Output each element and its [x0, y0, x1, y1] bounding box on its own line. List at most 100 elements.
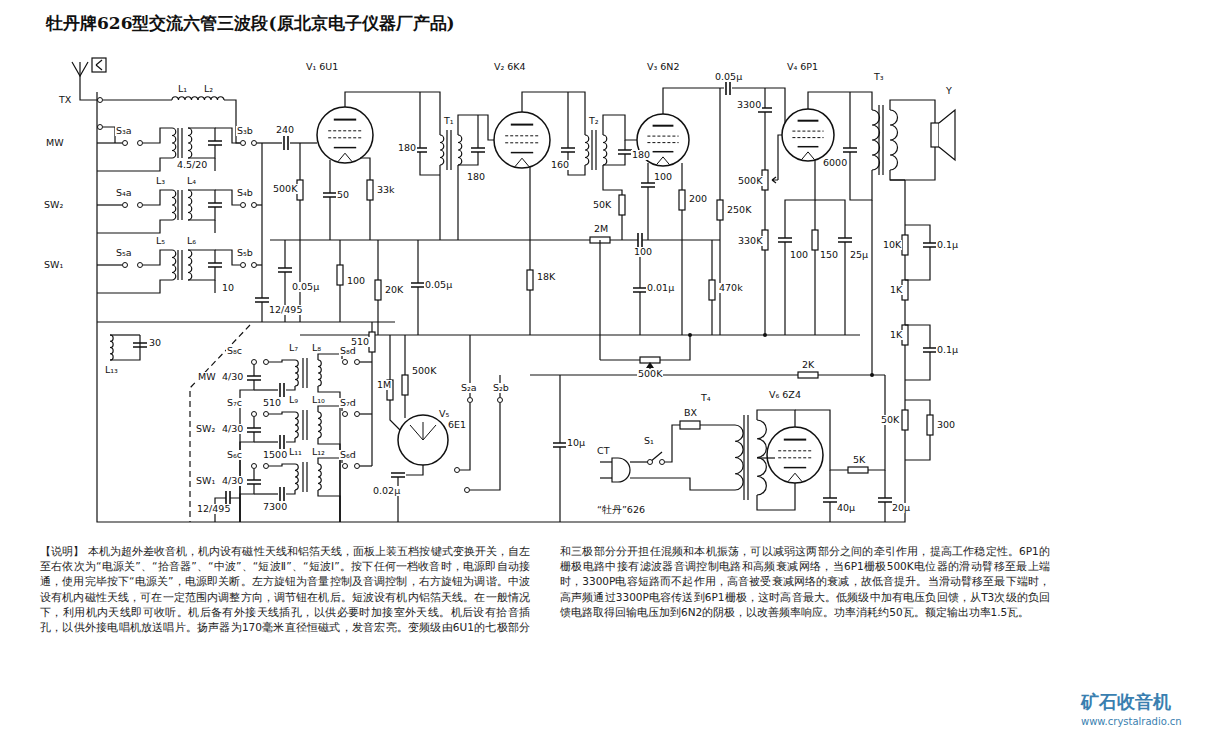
resistor-symbol [902, 235, 908, 255]
dashed-boundary [190, 325, 250, 522]
wire [808, 92, 872, 110]
switch-contact [252, 464, 257, 469]
junction-dot [763, 333, 767, 337]
switch-contact [252, 203, 257, 208]
coil-symbol [458, 135, 462, 165]
component-label: S₅b [236, 248, 254, 258]
component-label: L₁₂ [311, 447, 326, 457]
tube-envelope [767, 427, 823, 483]
switch-contact [264, 360, 269, 365]
component-label: L₁₃ [104, 365, 119, 375]
capacitor-gap [207, 263, 223, 267]
tube-heater [338, 153, 352, 161]
capacitor-symbol [391, 473, 405, 477]
coil-symbol [318, 464, 321, 490]
caption: 【说明】 本机为超外差收音机，机内设有磁性天线和铝箔天线，面板上装五档按键式变换… [40, 544, 1050, 635]
capacitor-symbol [471, 148, 485, 152]
wire [814, 200, 815, 335]
component-label: S₇d [339, 398, 357, 408]
resistor-symbol [367, 180, 373, 200]
component-label: 50K [880, 415, 900, 425]
resistor-symbol [375, 280, 381, 300]
coil-symbol [440, 135, 444, 165]
wire [143, 250, 172, 265]
wire [795, 410, 848, 470]
component-label: V₂ 6K4 [493, 62, 527, 72]
capacitor-gap [470, 148, 486, 152]
capacitor-gap [207, 203, 223, 207]
component-label: S₄b [236, 188, 254, 198]
component-label: 4/30 [221, 476, 244, 486]
coil-symbol [585, 135, 589, 165]
tube-grid [328, 131, 362, 138]
component-label: 100 [653, 172, 673, 182]
component-label: 0.1μ [936, 240, 959, 250]
wire [757, 483, 795, 510]
capacitor-symbol [280, 435, 284, 449]
component-label: 30 [148, 338, 162, 348]
tube-grid [647, 136, 678, 143]
switch-contact [343, 464, 348, 469]
wire [286, 490, 295, 494]
switch-contact [660, 460, 665, 465]
component-label: L₉ [288, 395, 299, 405]
component-label: V₃ 6N2 [646, 62, 681, 72]
wire [647, 163, 648, 240]
capacitor-gap [726, 80, 730, 96]
component-label: L₇ [288, 343, 299, 353]
resistor-symbol [798, 372, 818, 378]
wire [420, 92, 440, 175]
tube-plate [653, 125, 674, 127]
component-label: V₁ 6U1 [305, 62, 339, 72]
wire [700, 424, 735, 425]
component-label: 33k [376, 185, 396, 195]
capacitor-symbol [208, 203, 222, 207]
component-label: 10 [221, 283, 235, 293]
component-label: 6E1 [447, 420, 467, 430]
resistor-symbol [902, 410, 908, 430]
component-label: V₄ 6P1 [786, 62, 819, 72]
wire [630, 478, 735, 490]
wire [254, 493, 278, 494]
coil-symbol [318, 360, 321, 386]
tube-grid [792, 131, 823, 138]
switch-contact [241, 263, 246, 268]
coil-symbol [172, 128, 176, 158]
capacitor-gap [777, 238, 793, 242]
wire [96, 60, 102, 65]
capacitor-symbol [878, 498, 892, 502]
component-label: SW₁ [43, 260, 64, 270]
switch-contact [98, 125, 103, 130]
capacitor-symbol [226, 491, 230, 505]
component-label: SW₂ [43, 200, 64, 210]
junction-dot [870, 373, 874, 377]
resistor-symbol [337, 265, 343, 285]
wire [96, 65, 102, 70]
wiper-arrow [772, 177, 778, 183]
capacitor-symbol [284, 136, 288, 150]
tube-envelope [782, 109, 834, 161]
component-label: 20K [384, 285, 404, 295]
wire [290, 142, 317, 143]
switch-contact [98, 98, 103, 103]
component-label: BX [683, 408, 698, 418]
wiper-arrow [646, 362, 654, 368]
capacitor-symbol [778, 238, 792, 242]
component-label: L₁ [177, 84, 188, 94]
capacitor-gap [390, 473, 406, 477]
component-label: 330K [737, 236, 763, 246]
wire [457, 165, 458, 240]
component-label: 0.05μ [291, 282, 320, 292]
component-label: 20μ [891, 503, 911, 513]
component-label: S₃a [115, 126, 133, 136]
capacitor-symbol [923, 243, 937, 247]
wire [522, 92, 585, 135]
wire [214, 158, 215, 171]
wire [559, 375, 560, 522]
component-label: 300 [936, 420, 956, 430]
plug-symbol [612, 458, 630, 482]
wire [360, 465, 372, 466]
wire [764, 88, 765, 335]
component-label: MW [197, 372, 217, 382]
tube-plate [784, 439, 806, 441]
